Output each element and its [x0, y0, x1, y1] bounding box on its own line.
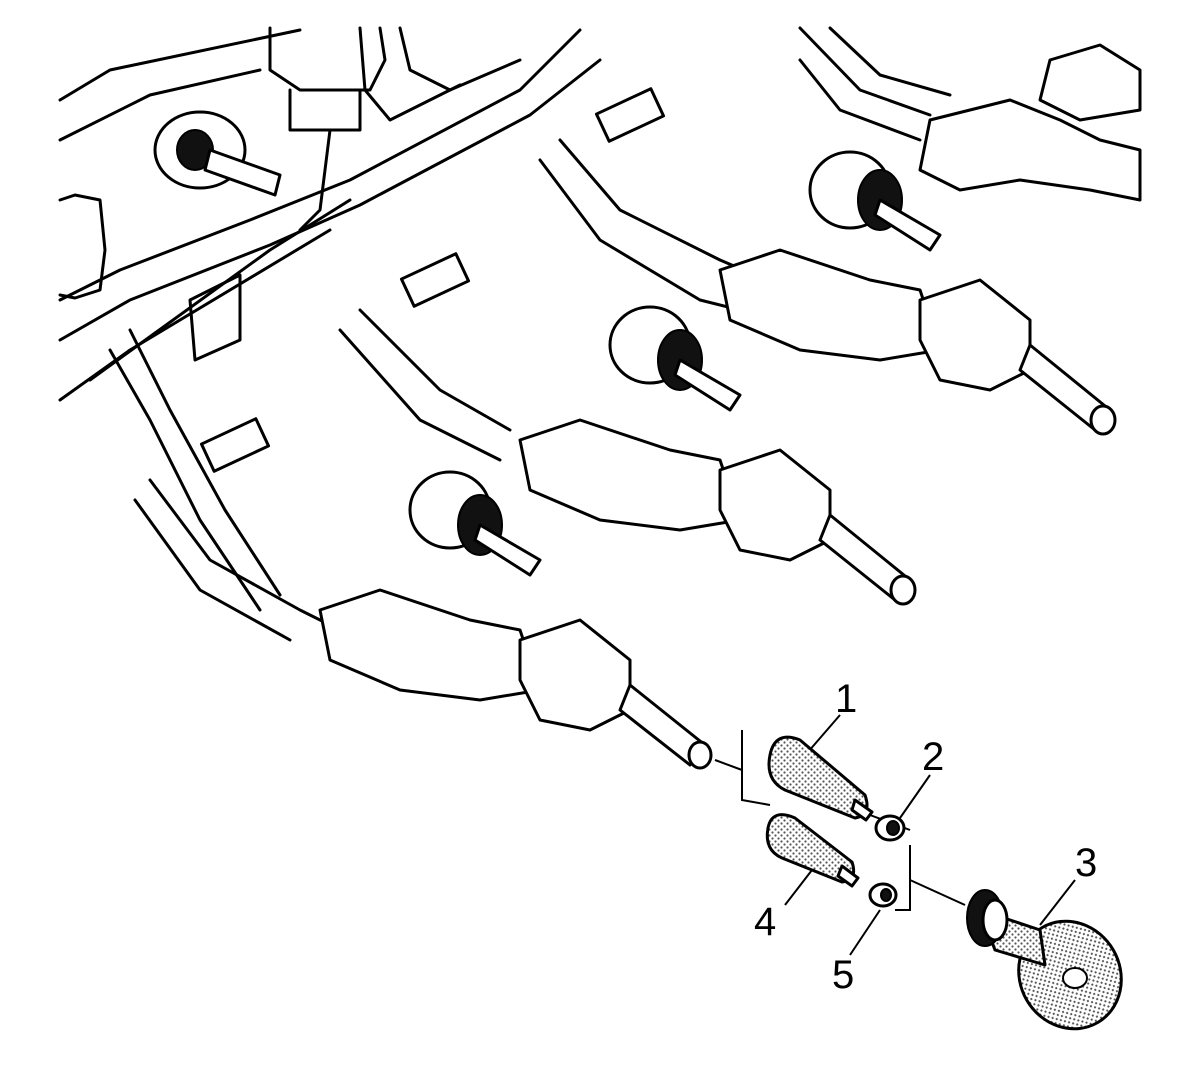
injector-front — [318, 588, 713, 770]
callout-labels: 1 2 3 4 5 — [754, 677, 1097, 997]
callout-3: 3 — [1075, 841, 1097, 885]
bolt-2 — [808, 150, 942, 252]
part-3-tool — [966, 889, 1123, 1031]
bolt-1 — [153, 110, 282, 197]
part-5-seal-ring — [868, 882, 898, 908]
part-1-cone — [767, 735, 874, 822]
injector-2 — [718, 248, 1117, 436]
hose-clamp-3 — [199, 417, 271, 473]
callout-5: 5 — [832, 953, 854, 997]
hose-clamp-2 — [399, 252, 471, 308]
engine-frame — [58, 26, 952, 612]
callout-4: 4 — [754, 900, 776, 944]
fuel-injectors — [318, 43, 1142, 770]
part-2-seal-ring — [874, 814, 906, 842]
injector-top-right — [918, 43, 1142, 202]
bolt-4 — [408, 470, 542, 577]
part-4-cone — [765, 813, 860, 888]
callout-2: 2 — [922, 735, 944, 779]
injector-3 — [518, 418, 917, 606]
bolt-3 — [608, 305, 742, 412]
mounting-bolts — [153, 110, 942, 577]
callout-1: 1 — [835, 677, 857, 721]
hose-clamp-1 — [594, 87, 666, 143]
